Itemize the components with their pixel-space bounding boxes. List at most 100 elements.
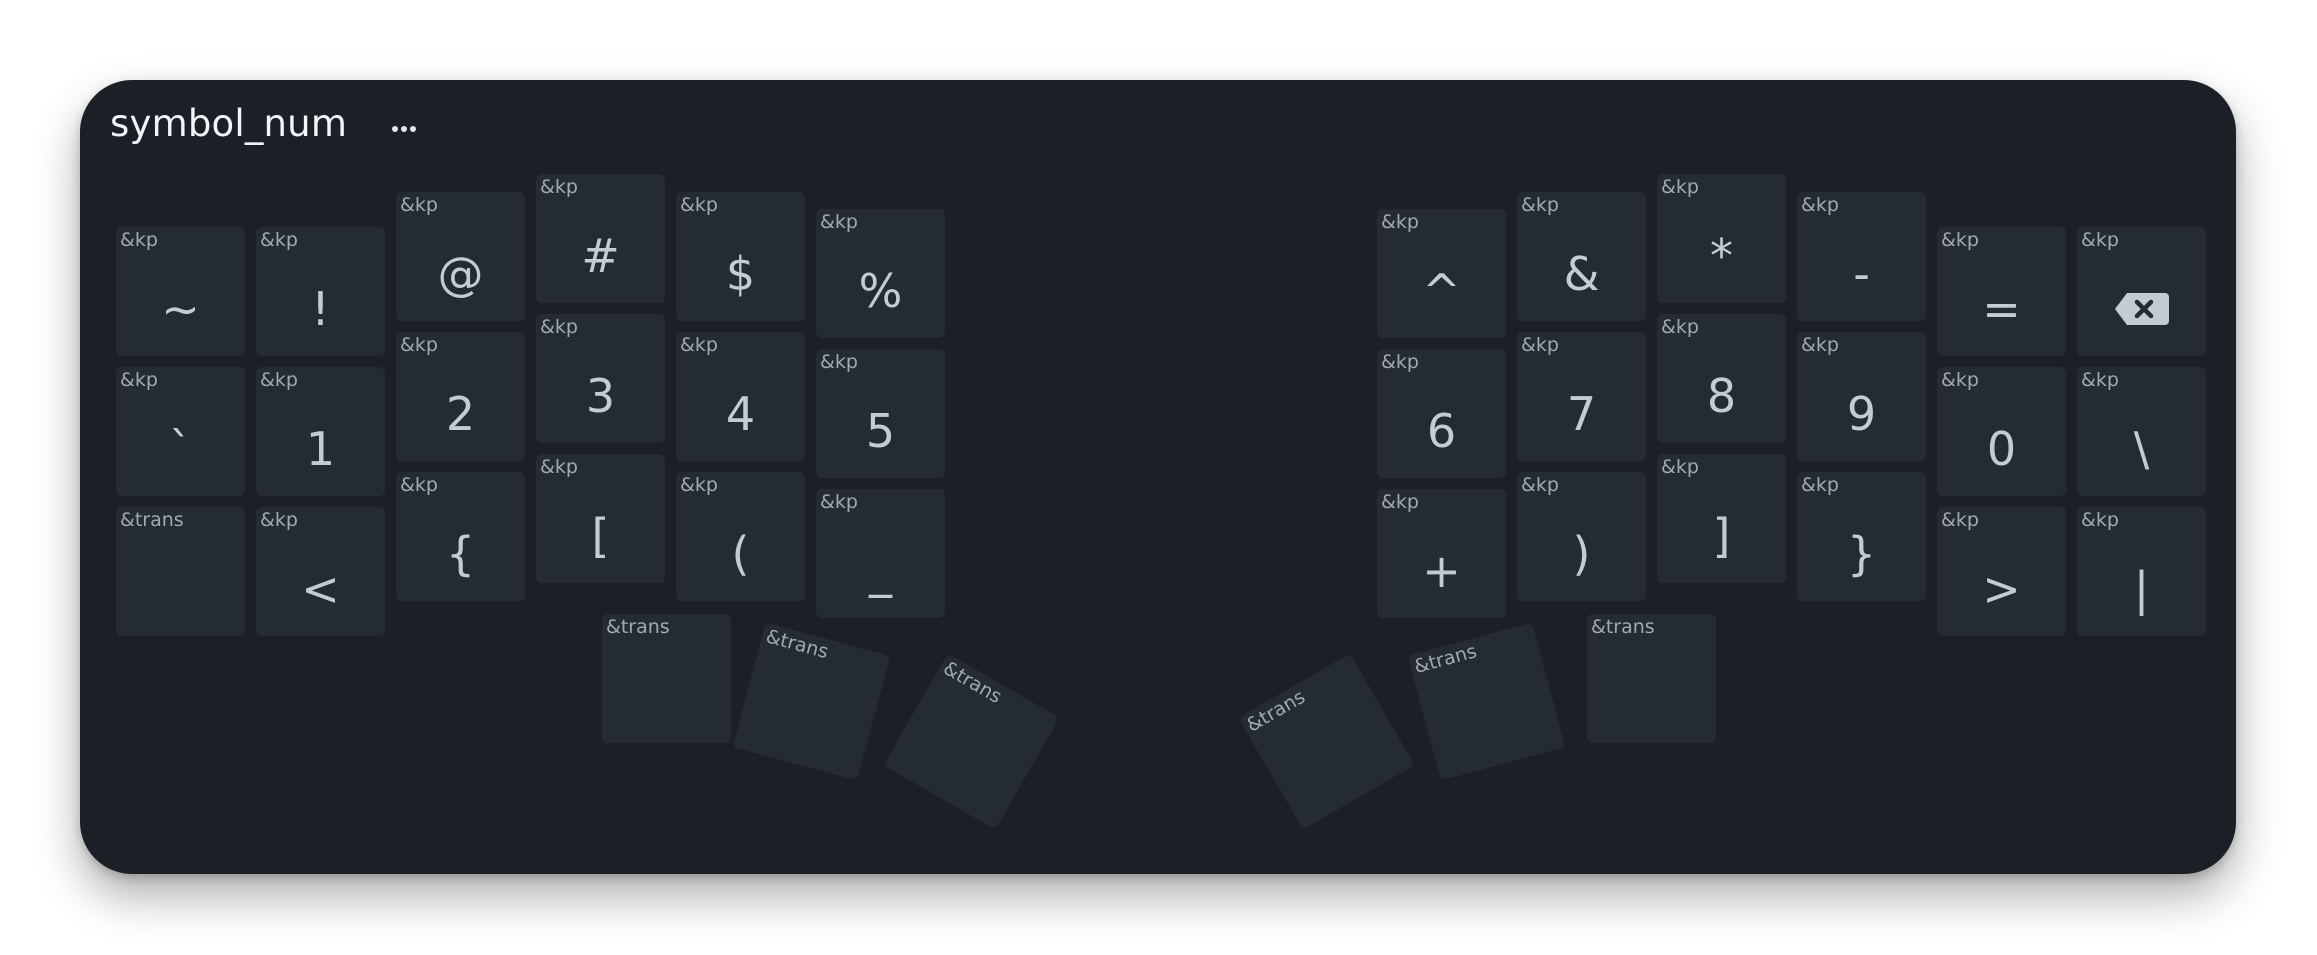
key[interactable]: &kp!	[256, 227, 385, 356]
key[interactable]: &kp &	[1517, 192, 1646, 321]
key-legend: 8	[1706, 368, 1737, 423]
key-binding-label: &kp	[1521, 334, 1559, 356]
key-legend: `	[169, 421, 192, 476]
key[interactable]: &trans	[1238, 653, 1415, 830]
key[interactable]: &trans	[602, 614, 731, 743]
key-legend: (	[731, 526, 750, 581]
key[interactable]: &trans	[732, 622, 891, 781]
key-binding-label: &kp	[1661, 456, 1699, 478]
key-legend	[883, 683, 1042, 830]
key[interactable]: &kp)	[1517, 472, 1646, 601]
key[interactable]: &trans	[883, 653, 1060, 830]
key[interactable]: &kp @	[396, 192, 525, 321]
keymap-layer-card: symbol_num &kp~&kp!&kp@&kp#&kp$&kp%&kp^&…	[80, 80, 2236, 874]
key[interactable]: &kp [	[536, 454, 665, 583]
key-legend: _	[869, 543, 892, 598]
key-binding-label: &trans	[763, 625, 831, 664]
key-binding-label: &kp	[2081, 369, 2119, 391]
key[interactable]: &kp]	[1657, 454, 1786, 583]
layer-options-button[interactable]	[380, 114, 428, 144]
key-binding-label: &kp	[1661, 176, 1699, 198]
key-legend: @	[437, 246, 484, 301]
key-binding-label: &kp	[680, 474, 718, 496]
key-binding-label: &kp	[540, 456, 578, 478]
key-legend: 6	[1426, 403, 1457, 458]
key[interactable]: &kp+	[1377, 489, 1506, 618]
key[interactable]: &kp 7	[1517, 332, 1646, 461]
key-binding-label: &kp	[260, 509, 298, 531]
key-binding-label: &kp	[1941, 369, 1979, 391]
key-binding-label: &kp	[1801, 474, 1839, 496]
key[interactable]: &kp $	[676, 192, 805, 321]
key[interactable]: &kp-	[1797, 192, 1926, 321]
key-binding-label: &kp	[680, 334, 718, 356]
key-legend: >	[1982, 561, 2021, 616]
key-legend: 1	[305, 421, 336, 476]
key-legend: #	[581, 228, 620, 283]
key[interactable]: &kp >	[1937, 507, 2066, 636]
key[interactable]: &kp}	[1797, 472, 1926, 601]
key-binding-label: &kp	[400, 194, 438, 216]
key[interactable]: &trans	[1407, 622, 1566, 781]
key[interactable]: &kp 8	[1657, 314, 1786, 443]
key-legend: 0	[1986, 421, 2017, 476]
key[interactable]: &trans	[1587, 614, 1716, 743]
key-binding-label: &kp	[260, 229, 298, 251]
key[interactable]: &kp 4	[676, 332, 805, 461]
key-legend: 4	[725, 386, 756, 441]
key[interactable]: &kp <	[256, 507, 385, 636]
key-legend: 2	[445, 386, 476, 441]
key-legend: \	[2133, 421, 2150, 476]
key-legend: ~	[161, 281, 200, 336]
key-legend: }	[1846, 526, 1877, 581]
key-legend	[1416, 655, 1565, 780]
key[interactable]: &kp^	[1377, 209, 1506, 338]
key-legend: <	[301, 561, 340, 616]
key[interactable]: &kp%	[816, 209, 945, 338]
key-legend: |	[2133, 561, 2150, 616]
key-binding-label: &kp	[120, 229, 158, 251]
key[interactable]: &kp ~	[116, 227, 245, 356]
key[interactable]: &kp 0	[1937, 367, 2066, 496]
key-binding-label: &kp	[1801, 334, 1839, 356]
key-binding-label: &kp	[1521, 474, 1559, 496]
key-legend: [	[591, 508, 610, 563]
key-binding-label: &kp	[2081, 229, 2119, 251]
key-legend: +	[1422, 543, 1461, 598]
key-binding-label: &kp	[1381, 211, 1419, 233]
key-legend	[602, 648, 731, 743]
key[interactable]: &kp#	[536, 174, 665, 303]
key-binding-label: &kp	[1381, 351, 1419, 373]
key-legend	[1587, 648, 1716, 743]
key[interactable]: &kp 6	[1377, 349, 1506, 478]
key[interactable]: &trans	[116, 507, 245, 636]
key-legend: )	[1572, 526, 1591, 581]
key-legend	[733, 655, 882, 780]
key-legend: 7	[1566, 386, 1597, 441]
key-legend: 3	[585, 368, 616, 423]
key-binding-label: &kp	[120, 369, 158, 391]
key[interactable]: &kp|	[2077, 507, 2206, 636]
key-binding-label: &kp	[1941, 229, 1979, 251]
key-binding-label: &kp	[1521, 194, 1559, 216]
key[interactable]: &kp \	[2077, 367, 2206, 496]
key[interactable]: &kp	[2077, 227, 2206, 356]
key[interactable]: &kp_	[816, 489, 945, 618]
key-binding-label: &kp	[1661, 316, 1699, 338]
key[interactable]: &kp `	[116, 367, 245, 496]
key-legend: *	[1710, 228, 1733, 283]
key-binding-label: &kp	[1941, 509, 1979, 531]
key[interactable]: &kp (	[676, 472, 805, 601]
key-legend	[2077, 261, 2206, 356]
key-legend: $	[725, 246, 756, 301]
key-legend: &	[1563, 246, 1600, 301]
key-binding-label: &kp	[680, 194, 718, 216]
key[interactable]: &kp{	[396, 472, 525, 601]
key[interactable]: &kp=	[1937, 227, 2066, 356]
key[interactable]: &kp *	[1657, 174, 1786, 303]
